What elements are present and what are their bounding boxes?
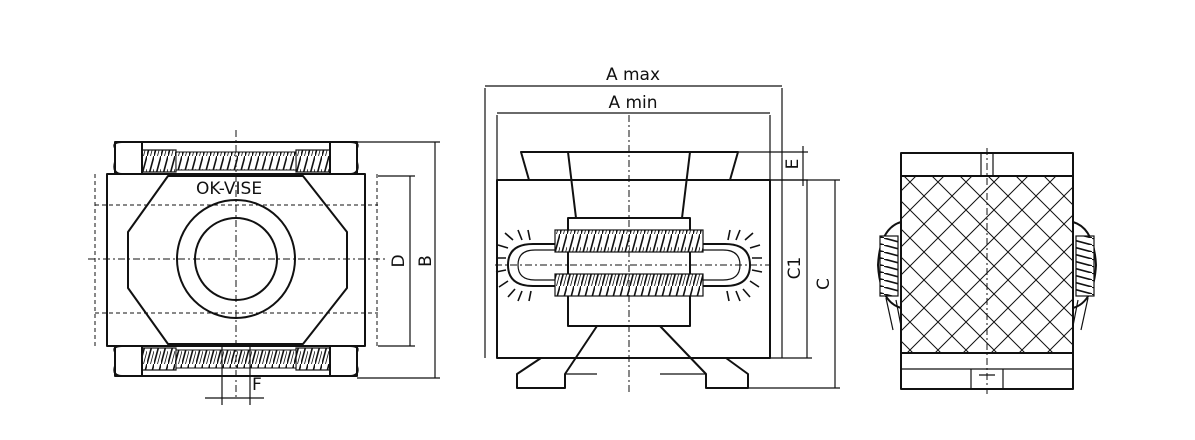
spring-top-right-coil <box>295 149 331 173</box>
top-view: OK-VISE F D B <box>88 130 440 405</box>
dimension-a-min-label: A min <box>608 93 657 113</box>
dimension-b-label: B <box>416 255 436 267</box>
spring-bottom-left-coil <box>141 347 177 371</box>
end-left-spring <box>879 235 899 297</box>
dimension-e-label: E <box>783 159 803 170</box>
end-right-spring <box>1075 235 1095 297</box>
brand-label: OK-VISE <box>196 179 262 199</box>
side-view: A max A min E C1 C <box>484 65 840 392</box>
dimension-d-label: D <box>389 254 409 267</box>
dimension-c-label: C <box>814 278 834 290</box>
spring-bottom-right-coil <box>295 347 331 371</box>
dimension-a-max-label: A max <box>606 65 660 85</box>
end-view <box>877 148 1097 394</box>
dimension-f-label: F <box>252 375 262 395</box>
dimension-c1-label: C1 <box>785 257 805 280</box>
spring-top-left-coil <box>141 149 177 173</box>
